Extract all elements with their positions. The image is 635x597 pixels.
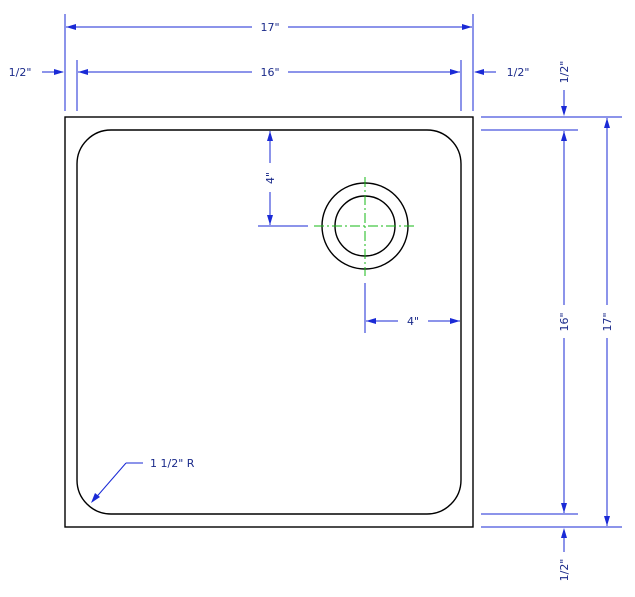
- dim-label-right-rim: 1/2": [507, 66, 530, 79]
- dim-bottom-rim: 1/2": [558, 528, 571, 581]
- arrow-head: [561, 131, 567, 141]
- arrow-head: [54, 69, 64, 75]
- dim-label-corner-radius: 1 1/2" R: [150, 457, 195, 470]
- dim-drain-offset-right: 4": [364, 283, 460, 333]
- arrow-head: [604, 118, 610, 128]
- arrow-head: [462, 24, 472, 30]
- dim-label-drain-offset-right: 4": [407, 315, 419, 328]
- arrow-head: [366, 318, 376, 324]
- inner-bowl-outline: [76, 129, 462, 515]
- dim-label-inner-width: 16": [260, 66, 279, 79]
- arrow-head: [474, 69, 484, 75]
- dim-top-rim: 1/2": [558, 61, 571, 116]
- dim-label-drain-offset-top: 4": [264, 172, 277, 184]
- arrow-head: [604, 516, 610, 526]
- arrow-head: [267, 131, 273, 141]
- dim-right-rim: 1/2": [474, 66, 529, 79]
- right-extension-lines: [481, 116, 622, 528]
- dim-label-left-rim: 1/2": [9, 66, 32, 79]
- arrow-head: [561, 528, 567, 538]
- arrow-head: [561, 106, 567, 116]
- dim-label-bottom-rim: 1/2": [558, 559, 571, 582]
- drain: [314, 177, 416, 276]
- arrow-head: [561, 503, 567, 513]
- dim-drain-offset-top: 4": [258, 131, 308, 227]
- dim-overall-width: 17": [64, 14, 474, 111]
- dim-inner-width: 16": [76, 60, 462, 111]
- arrow-head: [78, 69, 88, 75]
- dim-left-rim: 1/2": [9, 66, 64, 79]
- arrow-head: [267, 215, 273, 225]
- arrow-head: [91, 493, 100, 503]
- dim-overall-height: 17": [601, 118, 614, 526]
- corner-radius-callout: 1 1/2" R: [91, 457, 195, 503]
- arrow-head: [450, 69, 460, 75]
- dim-label-overall-width: 17": [260, 21, 279, 34]
- dim-label-overall-height: 17": [601, 312, 614, 331]
- arrow-head: [66, 24, 76, 30]
- arrow-head: [450, 318, 460, 324]
- dim-inner-height: 16": [558, 131, 571, 513]
- dim-label-inner-height: 16": [558, 312, 571, 331]
- dim-label-top-rim: 1/2": [558, 61, 571, 84]
- outer-outline: [64, 116, 474, 528]
